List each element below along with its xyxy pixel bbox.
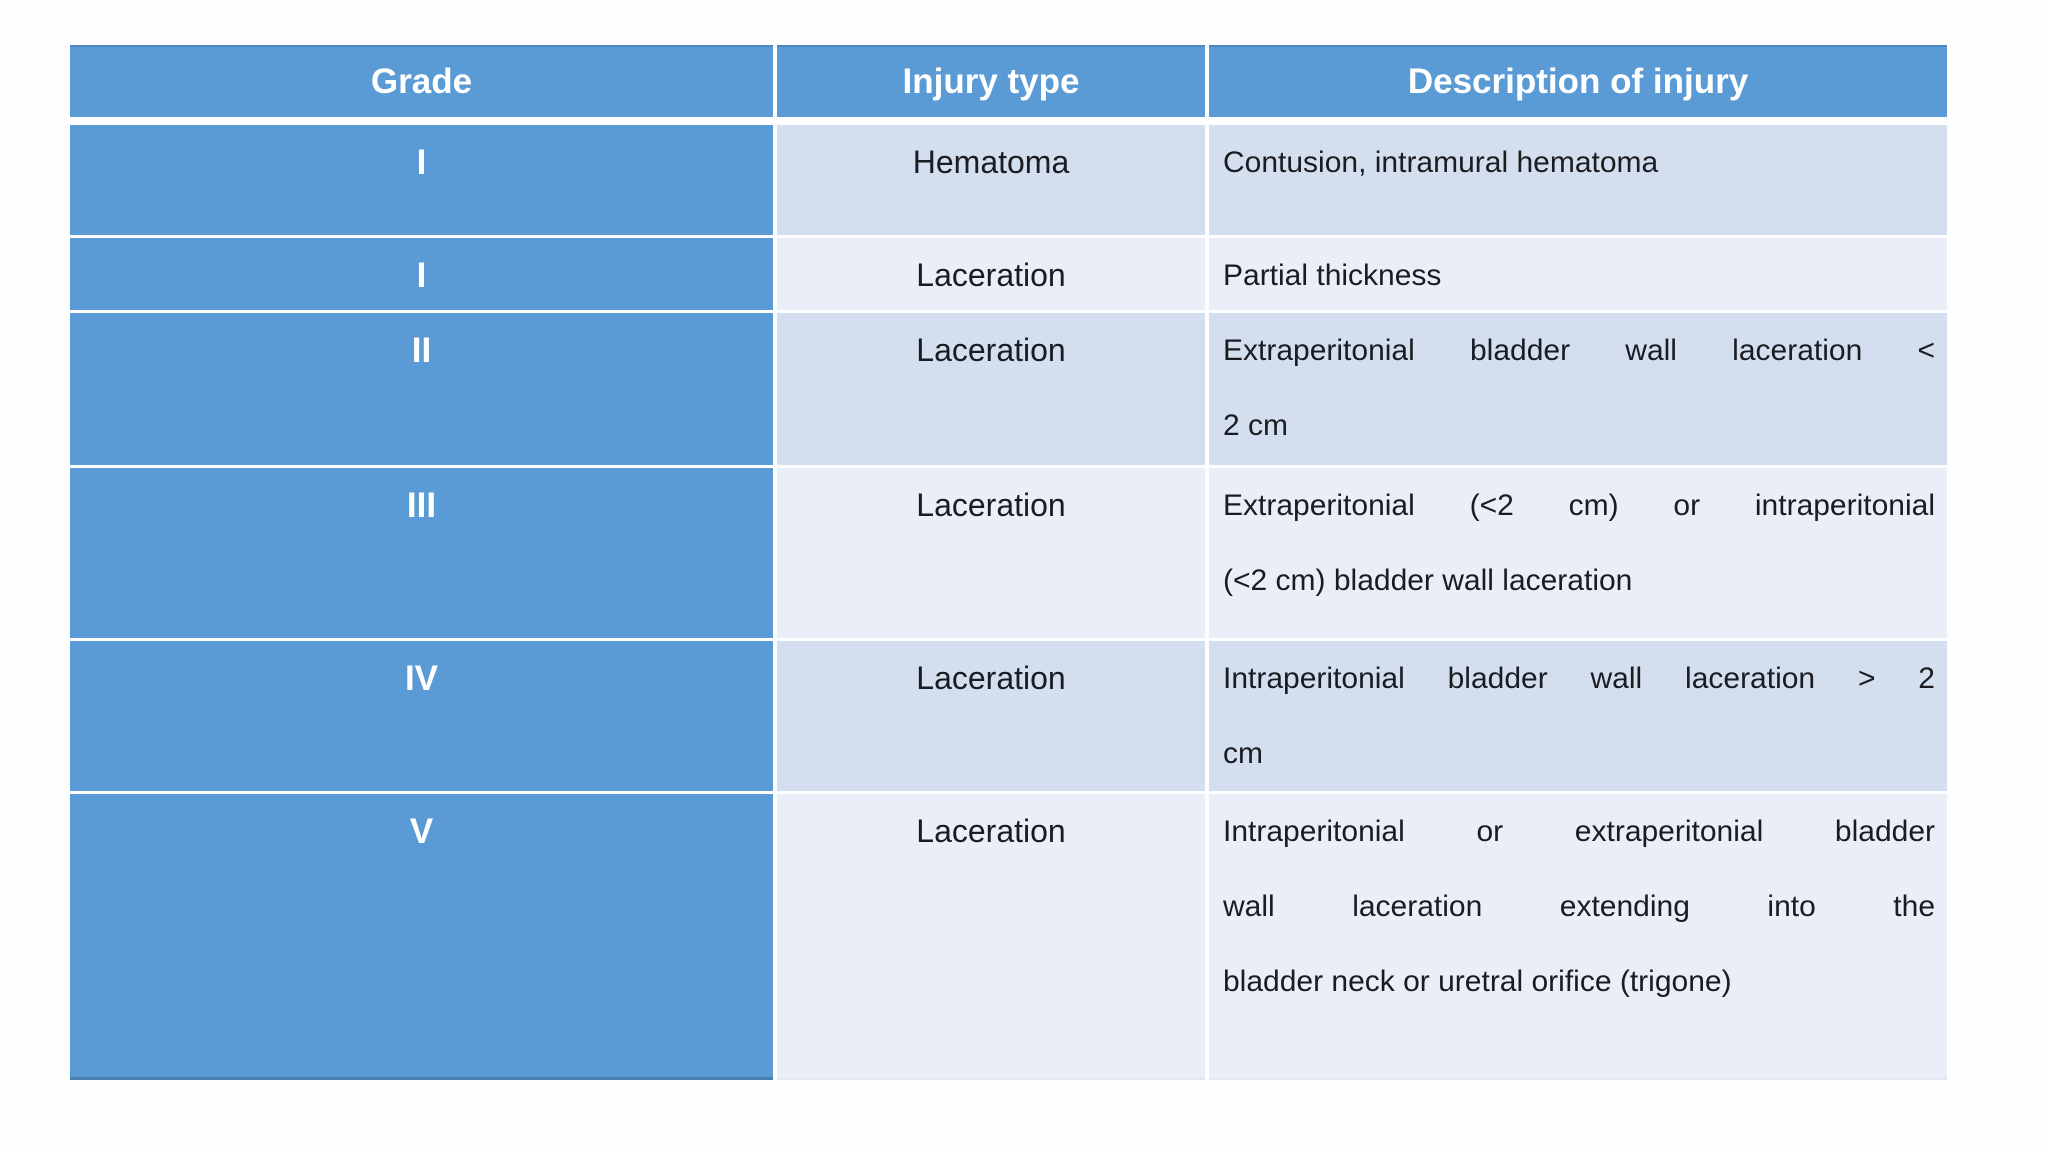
table-header-row: Grade Injury type Description of injury [70, 45, 1947, 117]
injury-type-cell: Laceration [777, 468, 1205, 638]
header-injury-type: Injury type [777, 45, 1205, 117]
description-line: bladder neck or uretral orifice (trigone… [1223, 965, 1732, 998]
description-line: 2 cm [1223, 409, 1289, 442]
description-cell: Partial thickness [1209, 238, 1947, 310]
grade-cell: V [70, 794, 773, 1080]
injury-type-cell: Laceration [777, 794, 1205, 1080]
injury-type-cell: Laceration [777, 313, 1205, 465]
description-line: Contusion, intramural hematoma [1223, 146, 1659, 179]
description-cell: Extraperitonial (<2 cm) or intraperitoni… [1209, 468, 1947, 638]
description-line: (<2 cm) bladder wall laceration [1223, 564, 1633, 597]
description-cell: Intraperitonial bladder wall laceration … [1209, 641, 1947, 791]
description-line: Partial thickness [1223, 259, 1442, 292]
grade-cell: I [70, 125, 773, 235]
description-line: Intraperitonial bladder wall laceration … [1223, 662, 1935, 695]
injury-type-cell: Hematoma [777, 125, 1205, 235]
description-line: cm [1223, 737, 1263, 770]
header-grade: Grade [70, 45, 773, 117]
injury-grading-table: Grade Injury type Description of injury … [70, 45, 1947, 1080]
grade-cell: I [70, 238, 773, 310]
description-line: Intraperitonial or extraperitonial bladd… [1223, 815, 1935, 848]
description-line: wall laceration extending into the [1223, 890, 1935, 923]
description-line: Extraperitonial bladder wall laceration … [1223, 334, 1935, 367]
description-cell: Extraperitonial bladder wall laceration … [1209, 313, 1947, 465]
grade-cell: II [70, 313, 773, 465]
grade-cell: IV [70, 641, 773, 791]
description-cell: Intraperitonial or extraperitonial bladd… [1209, 794, 1947, 1080]
description-line: Extraperitonial (<2 cm) or intraperitoni… [1223, 489, 1935, 522]
header-description: Description of injury [1209, 45, 1947, 117]
injury-type-cell: Laceration [777, 238, 1205, 310]
injury-type-cell: Laceration [777, 641, 1205, 791]
description-cell: Contusion, intramural hematoma [1209, 125, 1947, 235]
grade-cell: III [70, 468, 773, 638]
